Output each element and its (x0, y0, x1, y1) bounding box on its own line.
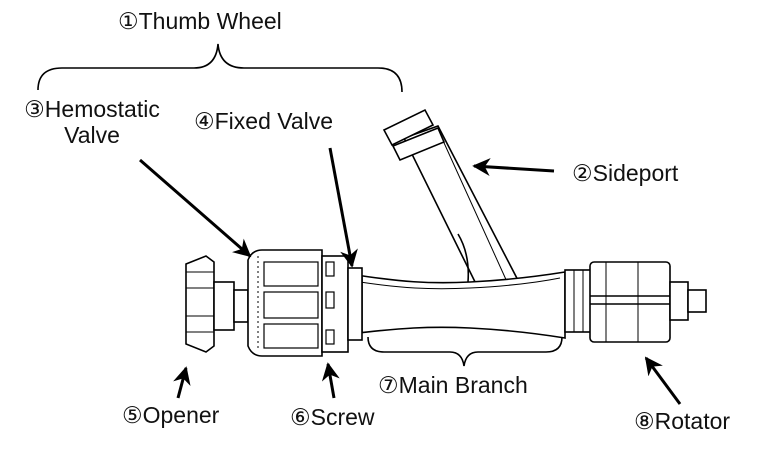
screw-ring (321, 255, 363, 353)
main-branch-bracket (367, 336, 563, 367)
hemostatic-valve-arrow (139, 158, 252, 258)
thumb-wheel-bracket (37, 43, 403, 93)
hemostatic-valve-label-line1: ③Hemostatic (24, 96, 160, 122)
main-branch (349, 271, 566, 339)
hemostatic-valve-label: ③Hemostatic Valve (8, 96, 176, 148)
thumb-wheel-label: ①Thumb Wheel (118, 8, 282, 34)
rotator-label: ⑧Rotator (634, 408, 731, 434)
rotator-arrow (644, 356, 682, 405)
hemostatic-valve (247, 249, 323, 357)
opener-arrow (173, 366, 191, 399)
screw-label: ⑥Screw (290, 404, 375, 430)
opener-label: ⑤Opener (122, 402, 220, 428)
screw-arrow (321, 362, 340, 399)
fixed-valve-arrow (328, 147, 358, 268)
sideport-arrow (472, 158, 555, 176)
fixed-valve-label: ④Fixed Valve (194, 108, 334, 134)
sideport (382, 108, 524, 293)
sideport-label: ②Sideport (572, 160, 679, 186)
rotator (564, 261, 707, 343)
main-branch-label: ⑦Main Branch (378, 372, 528, 398)
hemostatic-valve-label-line2: Valve (64, 122, 120, 148)
opener-knob (185, 255, 249, 353)
